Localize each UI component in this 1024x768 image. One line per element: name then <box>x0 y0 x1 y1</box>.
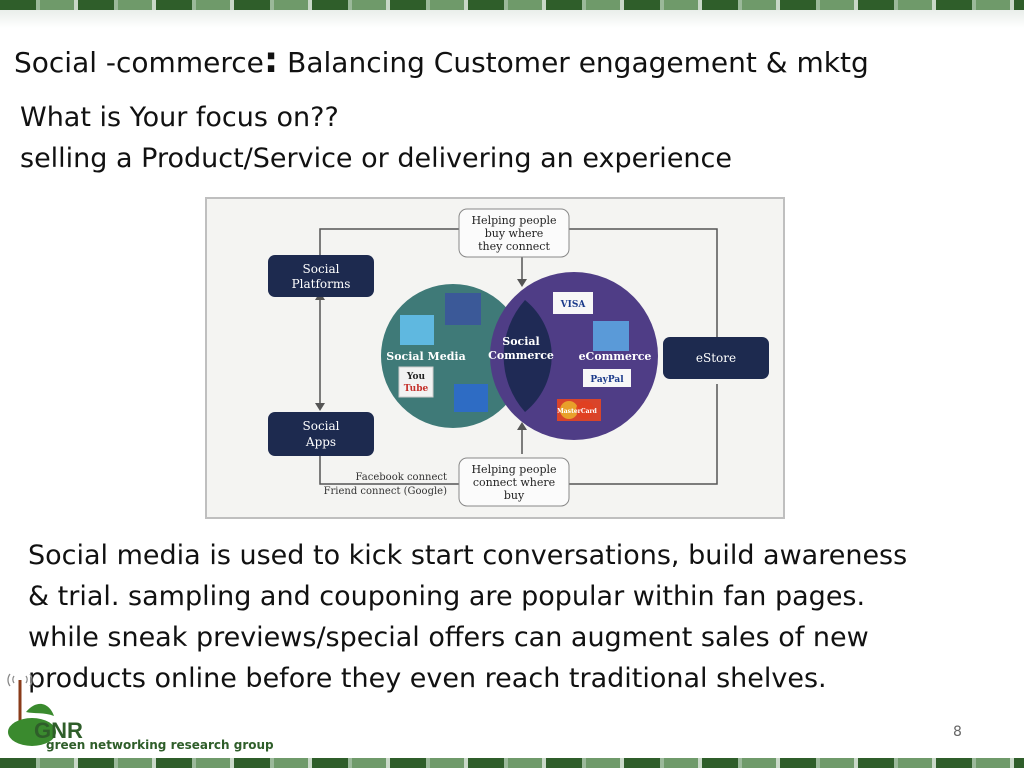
bottom-box-line-2: connect where <box>473 476 555 489</box>
arrowheads <box>315 279 527 430</box>
friend-connect-label: Friend connect (Google) <box>324 486 448 497</box>
visa-card-icon <box>553 292 593 314</box>
social-commerce-line-1: Social <box>502 335 539 348</box>
top-box-line-1: Helping people <box>471 214 556 227</box>
facebook-icon <box>445 293 481 325</box>
bottom-box-line-1: Helping people <box>471 463 556 476</box>
bottom-helping-box <box>458 457 570 507</box>
social-apps-line-2: Apps <box>305 435 336 449</box>
connector-lines <box>319 228 718 485</box>
logo-text: green networking research group <box>46 738 274 752</box>
overlap-region <box>503 300 552 412</box>
bottom-box-line-3: buy <box>504 489 525 502</box>
estore-box <box>663 337 769 379</box>
top-box-line-3: they connect <box>478 240 550 253</box>
social-commerce-diagram: Helping people buy where they connect He… <box>205 197 785 519</box>
youtube-label-1: You <box>406 372 426 382</box>
top-helping-box <box>458 208 570 258</box>
title-colon: : <box>263 40 279 81</box>
social-platforms-line-1: Social <box>303 262 340 276</box>
leaf-icon <box>26 703 54 716</box>
question-line-1: What is Your focus on?? <box>20 102 339 133</box>
paypal-label: PayPal <box>590 375 624 385</box>
facebook-connect-label: Facebook connect <box>356 472 447 483</box>
visa-label: VISA <box>560 300 587 310</box>
bottom-decorative-stripe <box>0 758 1024 768</box>
mastercard-circle-right <box>576 401 594 419</box>
gnr-logo: GNR <box>7 673 83 746</box>
youtube-icon <box>398 366 434 398</box>
top-decorative-stripe <box>0 0 1024 10</box>
social-platforms-line-2: Platforms <box>292 277 351 291</box>
ecommerce-label: eCommerce <box>579 350 652 363</box>
page-number: 8 <box>953 724 962 740</box>
social-apps-line-1: Social <box>303 419 340 433</box>
social-platforms-box <box>268 255 374 297</box>
youtube-label-2: Tube <box>404 384 429 394</box>
mastercard-label: MasterCard <box>557 408 597 415</box>
social-commerce-line-2: Commerce <box>488 349 554 362</box>
title-right: Balancing Customer engagement & mktg <box>287 46 869 79</box>
logo-mark: GNR <box>34 718 83 743</box>
social-apps-box <box>268 412 374 456</box>
social-media-label: Social Media <box>386 350 465 363</box>
diagram-svg: Helping people buy where they connect He… <box>268 208 769 507</box>
logo-swoosh <box>8 718 56 746</box>
signal-waves-icon <box>7 673 33 687</box>
paypal-card-icon <box>583 369 631 387</box>
slide-title: Social -commerce: Balancing Customer eng… <box>14 40 869 81</box>
top-box-line-2: buy where <box>485 227 544 240</box>
messenger-icon <box>454 384 488 412</box>
estore-label: eStore <box>696 351 736 365</box>
body-paragraph: Social media is used to kick start conve… <box>28 540 908 694</box>
amex-card-icon <box>593 321 629 351</box>
mastercard-circle-left <box>560 401 578 419</box>
twitter-icon <box>400 315 434 345</box>
question-line-2: selling a Product/Service or delivering … <box>20 143 732 174</box>
title-left: Social -commerce <box>14 46 264 79</box>
top-stripe-shadow <box>0 10 1024 28</box>
